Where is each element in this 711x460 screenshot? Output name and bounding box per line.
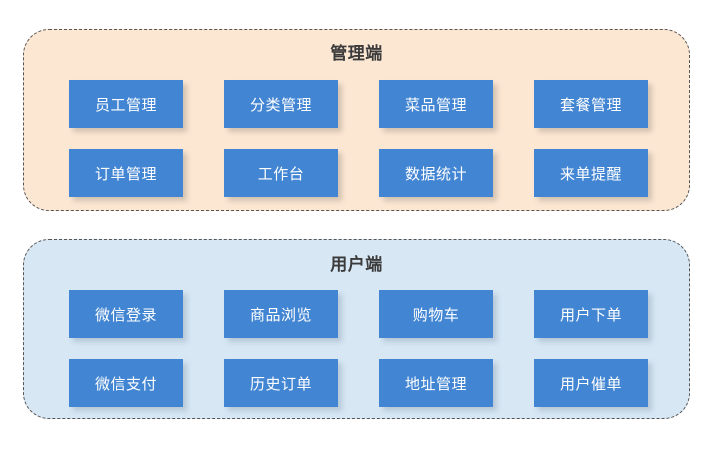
module-employee-management[interactable]: 员工管理 (69, 80, 183, 128)
module-wechat-login[interactable]: 微信登录 (69, 290, 183, 338)
module-product-browse[interactable]: 商品浏览 (224, 290, 338, 338)
panel-user-title: 用户端 (330, 255, 383, 274)
module-label: 订单管理 (94, 165, 157, 183)
module-label: 数据统计 (404, 165, 467, 183)
module-dish-management[interactable]: 菜品管理 (379, 80, 493, 128)
module-user-order-reminder[interactable]: 用户催单 (534, 359, 648, 407)
module-data-statistics[interactable]: 数据统计 (379, 149, 493, 197)
module-category-management[interactable]: 分类管理 (224, 80, 338, 128)
module-label: 工作台 (257, 165, 305, 183)
module-label: 购物车 (412, 306, 460, 324)
panel-admin-row-2: 订单管理 工作台 数据统计 来单提醒 (69, 149, 649, 197)
module-label: 来单提醒 (559, 165, 622, 183)
module-new-order-reminder[interactable]: 来单提醒 (534, 149, 648, 197)
module-label: 用户催单 (559, 375, 622, 393)
panel-admin-grid: 员工管理 分类管理 菜品管理 套餐管理 订单管理 工作台 (69, 80, 649, 197)
module-label: 菜品管理 (404, 96, 467, 114)
module-order-history[interactable]: 历史订单 (224, 359, 338, 407)
panel-user-row-2: 微信支付 历史订单 地址管理 用户催单 (69, 359, 649, 407)
panel-user-row-1: 微信登录 商品浏览 购物车 用户下单 (69, 290, 649, 338)
module-label: 地址管理 (404, 375, 467, 393)
module-label: 套餐管理 (559, 96, 622, 114)
module-user-place-order[interactable]: 用户下单 (534, 290, 648, 338)
module-label: 用户下单 (559, 306, 622, 324)
panel-admin-row-1: 员工管理 分类管理 菜品管理 套餐管理 (69, 80, 649, 128)
panel-user-grid: 微信登录 商品浏览 购物车 用户下单 微信支付 历史订单 (69, 290, 649, 407)
module-label: 分类管理 (249, 96, 312, 114)
module-order-management[interactable]: 订单管理 (69, 149, 183, 197)
module-label: 历史订单 (249, 375, 312, 393)
module-label: 微信登录 (94, 306, 157, 324)
panel-admin: 管理端 员工管理 分类管理 菜品管理 套餐管理 订单管理 (23, 29, 690, 211)
module-label: 商品浏览 (249, 306, 312, 324)
module-address-management[interactable]: 地址管理 (379, 359, 493, 407)
module-label: 微信支付 (94, 375, 157, 393)
panel-user: 用户端 微信登录 商品浏览 购物车 用户下单 微信支付 (23, 239, 690, 419)
module-workbench[interactable]: 工作台 (224, 149, 338, 197)
module-shopping-cart[interactable]: 购物车 (379, 290, 493, 338)
module-combo-management[interactable]: 套餐管理 (534, 80, 648, 128)
panel-admin-title: 管理端 (330, 44, 383, 63)
module-label: 员工管理 (94, 96, 157, 114)
module-wechat-pay[interactable]: 微信支付 (69, 359, 183, 407)
